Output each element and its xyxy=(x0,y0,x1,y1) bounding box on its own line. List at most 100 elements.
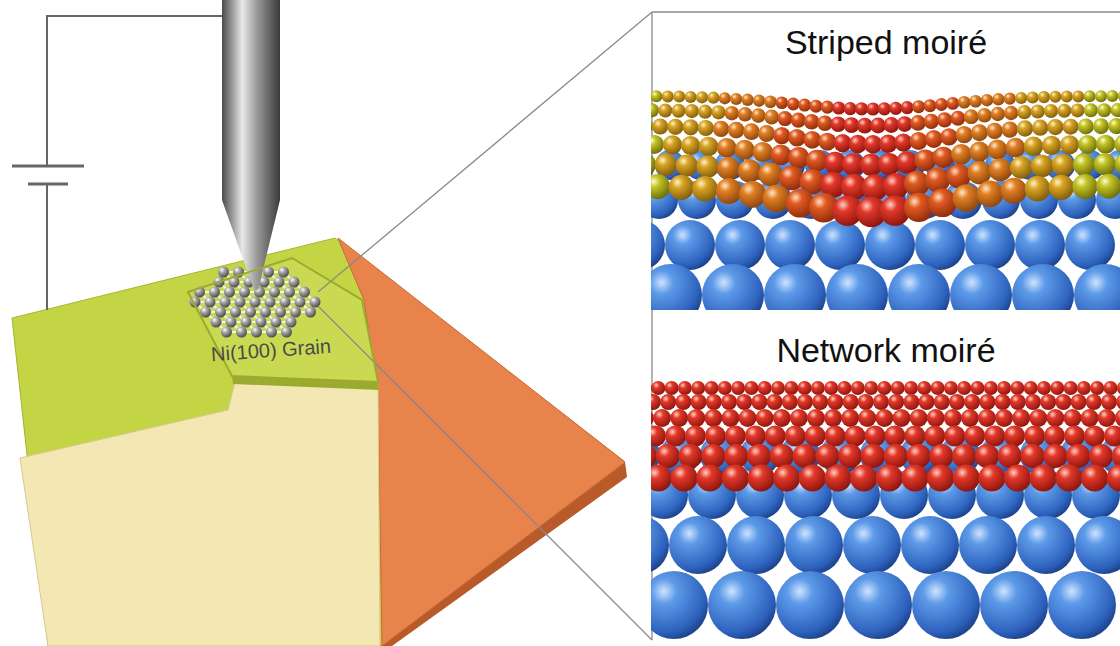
atom-sphere xyxy=(776,97,789,110)
atom-sphere xyxy=(691,381,705,395)
atom-sphere xyxy=(1104,381,1118,395)
atom-sphere xyxy=(236,327,247,338)
atom-sphere xyxy=(260,307,271,318)
atom-sphere xyxy=(1031,155,1053,177)
atom-sphere xyxy=(713,121,729,137)
atom-sphere xyxy=(929,444,953,468)
atom-sphere xyxy=(1096,174,1120,199)
grain-tile xyxy=(12,238,625,646)
atom-sphere xyxy=(1044,104,1058,118)
atom-sphere xyxy=(865,220,915,270)
atom-sphere xyxy=(1104,426,1120,447)
atom-sphere xyxy=(858,409,876,427)
atom-sphere xyxy=(978,465,1005,492)
atom-sphere xyxy=(1108,118,1120,134)
atom-sphere xyxy=(1004,106,1018,120)
atom-sphere xyxy=(1055,394,1071,410)
atom-sphere xyxy=(927,465,954,492)
atom-sphere xyxy=(844,571,912,639)
atom-sphere xyxy=(944,426,965,447)
atom-sphere xyxy=(1074,264,1120,310)
atom-sphere xyxy=(1046,409,1064,427)
atom-sphere xyxy=(979,394,995,410)
atom-sphere xyxy=(1111,103,1120,117)
atom-sphere xyxy=(652,119,668,135)
atom-sphere xyxy=(1071,394,1087,410)
atom-sphere xyxy=(655,154,677,176)
atom-sphere xyxy=(665,220,715,270)
atom-sphere xyxy=(656,444,680,468)
atom-sphere xyxy=(764,95,777,108)
atom-sphere xyxy=(790,409,808,427)
atom-sphere xyxy=(989,158,1012,181)
atom-sphere xyxy=(651,103,659,117)
atom-sphere xyxy=(1004,93,1016,105)
atom-sphere xyxy=(964,109,979,124)
atom-sphere xyxy=(753,95,765,107)
atom-sphere xyxy=(743,123,760,140)
atom-sphere xyxy=(1001,178,1027,204)
atom-sphere xyxy=(251,327,262,338)
atom-sphere xyxy=(944,381,958,395)
atom-sphere xyxy=(756,409,774,427)
atom-sphere xyxy=(961,409,979,427)
atom-sphere xyxy=(815,444,839,468)
atom-sphere xyxy=(245,307,256,318)
atom-sphere xyxy=(1063,119,1079,135)
atom-sphere xyxy=(1094,153,1116,175)
atom-sphere xyxy=(810,100,823,113)
atom-sphere xyxy=(773,465,800,492)
atom-sphere xyxy=(767,394,783,410)
atom-sphere xyxy=(687,409,705,427)
atom-sphere xyxy=(698,120,714,136)
atom-sphere xyxy=(269,287,280,298)
atom-sphere xyxy=(933,147,954,168)
atom-sphere xyxy=(274,277,285,288)
grain-pentagon: Ni(100) Grain xyxy=(186,256,382,392)
atom-sphere xyxy=(702,264,764,310)
atom-sphere xyxy=(981,94,993,106)
atom-sphere xyxy=(1052,154,1074,176)
atom-sphere xyxy=(953,184,981,212)
atom-sphere xyxy=(707,92,719,104)
atom-sphere xyxy=(736,394,752,410)
atom-sphere xyxy=(738,107,753,122)
atom-sphere xyxy=(235,297,246,308)
atom-sphere xyxy=(1117,381,1120,395)
atom-sphere xyxy=(927,409,945,427)
atom-sphere xyxy=(676,154,698,176)
atom-sphere xyxy=(290,307,301,318)
atom-sphere xyxy=(877,381,891,395)
atom-sphere xyxy=(917,381,931,395)
atom-sphere xyxy=(310,297,321,308)
atom-sphere xyxy=(838,444,862,468)
atom-sphere xyxy=(1061,91,1073,103)
atom-sphere xyxy=(662,90,674,102)
atom-sphere xyxy=(1090,381,1104,395)
network-moire-model xyxy=(651,381,1120,639)
atom-sphere xyxy=(218,267,229,278)
atom-sphere xyxy=(965,220,1015,270)
atom-sphere xyxy=(805,426,826,447)
atom-sphere xyxy=(1010,156,1033,179)
atom-sphere xyxy=(731,381,745,395)
atom-sphere xyxy=(705,381,719,395)
atom-sphere xyxy=(678,381,692,395)
atom-sphere xyxy=(844,102,857,115)
atom-sphere xyxy=(284,287,295,298)
atom-sphere xyxy=(992,93,1004,105)
atom-sphere xyxy=(827,394,843,410)
atom-sphere xyxy=(902,465,929,492)
atom-sphere xyxy=(980,571,1048,639)
atom-sphere xyxy=(826,264,888,310)
atom-sphere xyxy=(858,394,874,410)
atom-sphere xyxy=(773,127,790,144)
atom-sphere xyxy=(1084,426,1105,447)
atom-sphere xyxy=(851,381,865,395)
atom-sphere xyxy=(1107,465,1120,492)
atom-sphere xyxy=(1044,426,1065,447)
atom-sphere xyxy=(286,317,297,328)
atom-sphere xyxy=(1072,90,1084,102)
atom-sphere xyxy=(675,394,691,410)
atom-sphere xyxy=(924,426,945,447)
